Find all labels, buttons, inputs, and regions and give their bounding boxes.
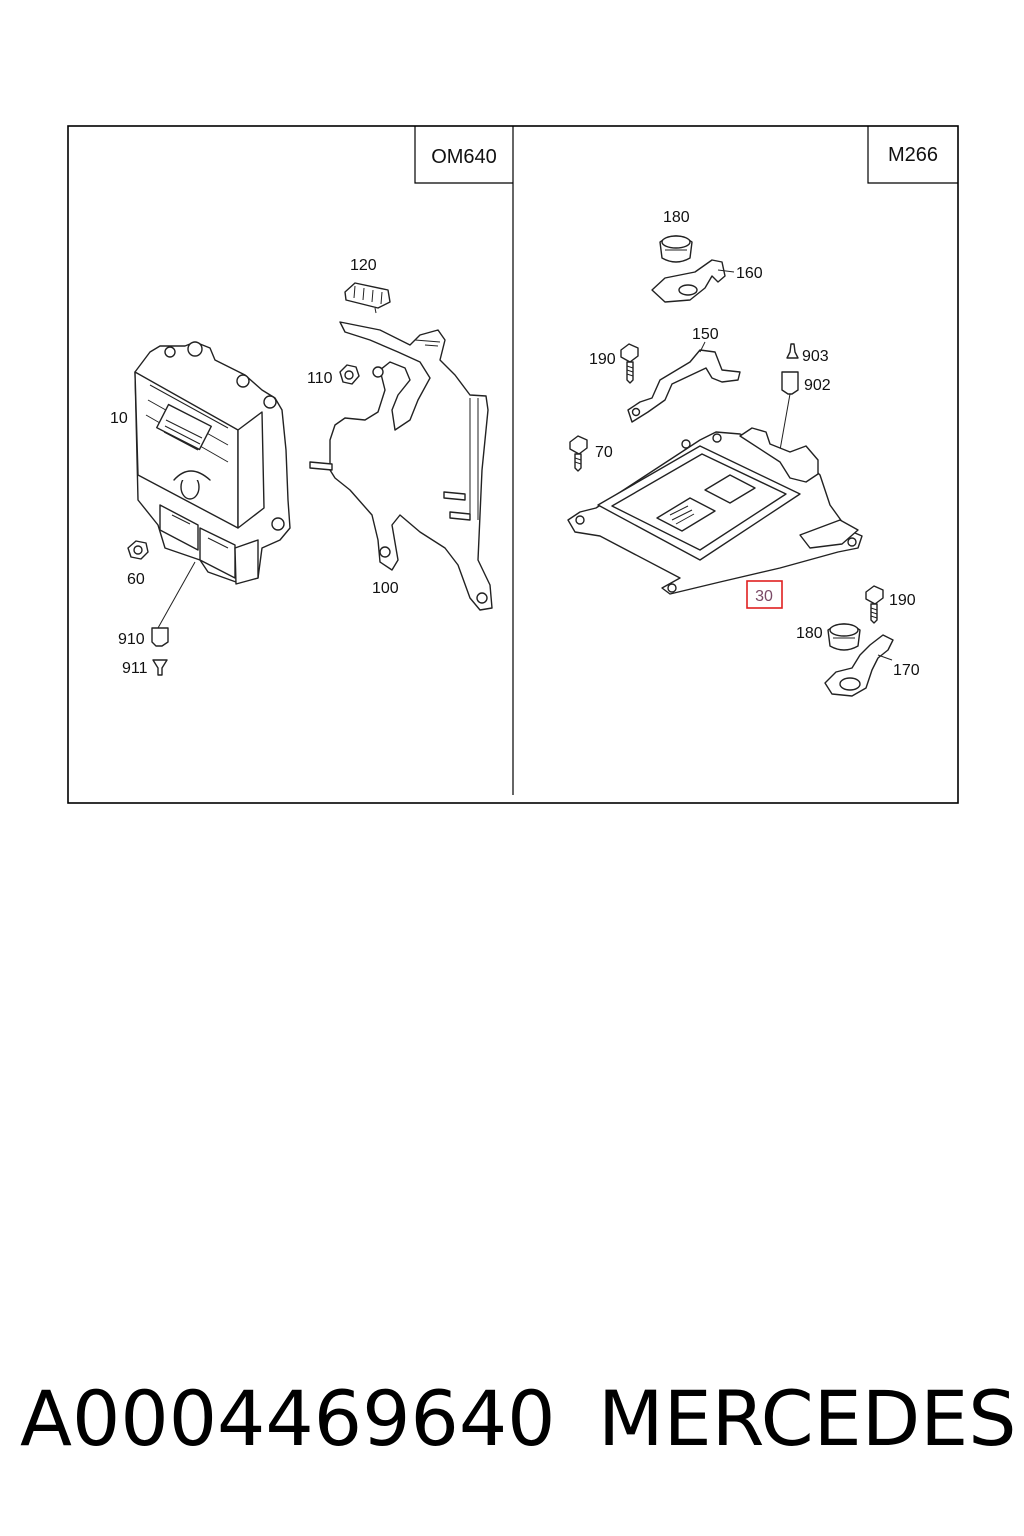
right-engine-label: M266: [888, 144, 938, 166]
brand-name: MERCEDES: [598, 1374, 1017, 1463]
connector-910-drawing[interactable]: [151, 627, 169, 647]
callout-911: 911: [122, 660, 148, 677]
highlight-box-30: [746, 580, 783, 609]
control-unit-30-drawing[interactable]: [567, 427, 863, 595]
grommet-180-bottom-drawing[interactable]: [827, 623, 861, 651]
callout-30[interactable]: 30: [755, 588, 773, 605]
callout-190-bottom: 190: [889, 592, 916, 609]
callout-170: 170: [893, 662, 920, 679]
callout-60: 60: [127, 571, 145, 588]
left-engine-label-box: OM640: [414, 126, 513, 184]
part-number: A0004469640: [20, 1374, 556, 1463]
parts-diagram: OM640 M266 10 60 910 911: [67, 125, 959, 804]
callout-70: 70: [595, 444, 613, 461]
bracket-150-drawing[interactable]: [627, 341, 741, 423]
bolt-190-bottom-drawing[interactable]: [865, 585, 884, 624]
nut-110-drawing[interactable]: [339, 364, 360, 385]
callout-190-top: 190: [589, 351, 616, 368]
pin-903-drawing[interactable]: [786, 343, 799, 359]
bracket-160-drawing[interactable]: [651, 259, 735, 303]
grommet-180-top-drawing[interactable]: [659, 235, 693, 263]
bolt-70-drawing[interactable]: [569, 435, 588, 472]
callout-10: 10: [110, 410, 128, 427]
callout-910: 910: [118, 631, 145, 648]
pin-911-drawing[interactable]: [152, 659, 168, 676]
callout-902: 902: [804, 377, 831, 394]
callout-120: 120: [350, 257, 377, 274]
right-engine-label-box: M266: [867, 126, 958, 184]
callout-160: 160: [736, 265, 763, 282]
connector-902-drawing[interactable]: [779, 371, 799, 451]
nut-60-drawing[interactable]: [127, 540, 149, 560]
connector-120-drawing[interactable]: [344, 282, 391, 314]
footer: A0004469640 MERCEDES: [0, 1372, 1024, 1482]
control-unit-10-drawing[interactable]: [134, 341, 291, 629]
callout-180-top: 180: [663, 209, 690, 226]
callout-100: 100: [372, 580, 399, 597]
bracket-100-drawing[interactable]: [309, 321, 493, 611]
callout-110: 110: [307, 370, 333, 387]
callout-150: 150: [692, 326, 719, 343]
bracket-170-drawing[interactable]: [824, 634, 894, 697]
left-engine-label: OM640: [431, 146, 497, 168]
callout-180-bottom: 180: [796, 625, 823, 642]
callout-903: 903: [802, 348, 829, 365]
bolt-190-top-drawing[interactable]: [620, 343, 639, 384]
